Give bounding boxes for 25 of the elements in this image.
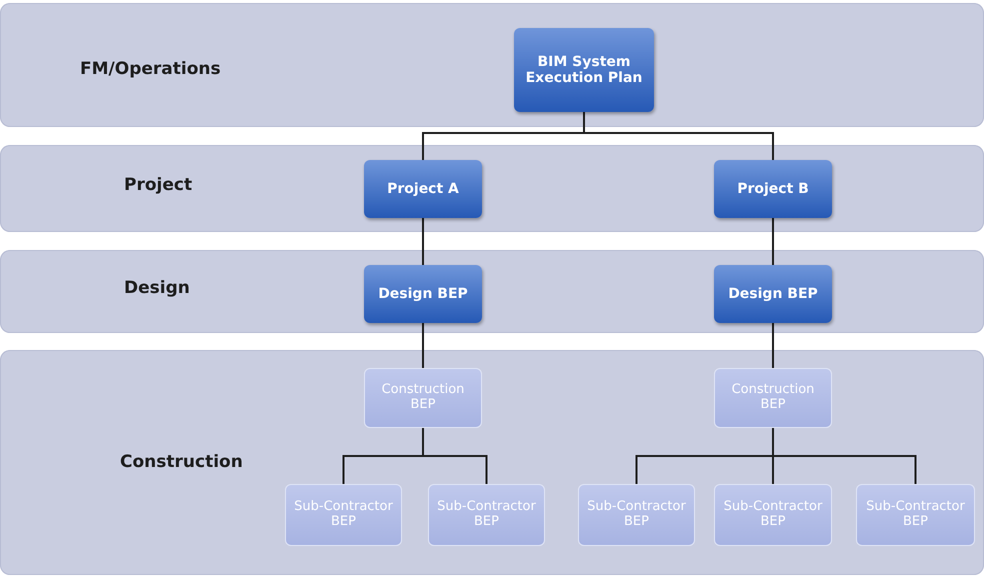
connector-line: [772, 428, 916, 484]
plan-box: BIM System Execution Plan: [514, 28, 654, 112]
level-band: [0, 350, 984, 575]
plan-box: Project B: [714, 160, 832, 218]
level-label: FM/Operations: [80, 59, 221, 79]
connector-line: [772, 323, 774, 368]
connector-line: [422, 218, 424, 265]
level-label: Construction: [120, 452, 243, 472]
level-band: [0, 145, 984, 232]
plan-box: Design BEP: [714, 265, 832, 323]
plan-box: Project A: [364, 160, 482, 218]
plan-box: Sub-Contractor BEP: [428, 484, 545, 546]
level-label: Design: [124, 278, 190, 298]
plan-box: Construction BEP: [364, 368, 482, 428]
connector-line: [422, 323, 424, 368]
plan-box: Design BEP: [364, 265, 482, 323]
plan-box: Sub-Contractor BEP: [578, 484, 695, 546]
plan-box: Sub-Contractor BEP: [714, 484, 832, 546]
plan-box: Construction BEP: [714, 368, 832, 428]
level-band: [0, 250, 984, 333]
plan-box: Sub-Contractor BEP: [856, 484, 975, 546]
connector-line: [772, 218, 774, 265]
level-band: [0, 3, 984, 127]
level-label: Project: [124, 175, 192, 195]
plan-box: Sub-Contractor BEP: [285, 484, 402, 546]
